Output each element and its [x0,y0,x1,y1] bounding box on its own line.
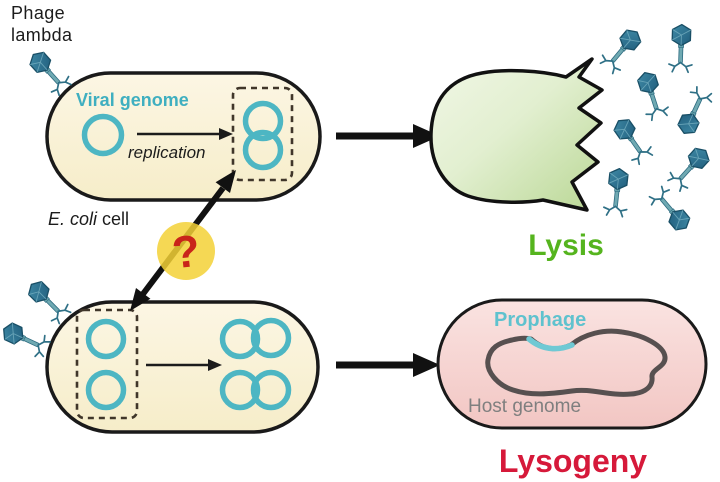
prophage-segment [526,336,575,352]
phage-icon [608,113,657,168]
genome-circle-icon [219,318,261,360]
lysis-label: Lysis [528,229,604,262]
genome-circle-icon [250,317,292,359]
bottom-replication-arrow [146,359,222,371]
phage-icon [672,84,716,140]
phage-icon [596,23,647,77]
ecoli-italic-text: E. coli [48,209,98,229]
phage-icon [645,183,696,237]
host-genome-label: Host genome [468,396,582,417]
viral-genome-label: Viral genome [76,90,189,110]
viral-genome-circle-icon [81,113,125,157]
question-badge-circle [157,222,215,280]
lysogen-cell [436,298,708,430]
question-mark: ? [169,224,203,279]
bottom-ecoli-cell [45,300,320,434]
top-dashed-box [231,86,294,182]
phage-icon [22,275,74,327]
replicated-genome-circle-icon [242,129,284,171]
genome-circle-icon [250,369,292,411]
lysed-cell [429,57,604,212]
replicated-genome-circle-icon [242,100,284,142]
genome-circle-icon [219,369,261,411]
phage-icon [602,166,632,218]
viral-genome-circles [81,100,292,411]
phage-icon [632,68,672,123]
genome-circle-icon [85,318,127,360]
phage-burst-group [596,23,716,237]
replication-arrow [137,128,233,140]
prophage-label: Prophage [494,309,587,331]
ecoli-cell-label: E. coli cell [48,209,129,231]
phage-icon [667,23,695,74]
phage-icon [664,141,716,195]
lysogeny-outcome-arrow [336,353,440,377]
phage-lambda-label: Phage lambda [11,3,73,45]
lysis-outcome-arrow [336,124,440,148]
replication-label: replication [128,143,206,162]
genome-circle-icon [85,369,127,411]
bottom-dashed-box [75,308,139,420]
ecoli-regular-text: cell [97,209,130,229]
lysogeny-label: Lysogeny [498,443,648,479]
phage-icon [0,317,53,361]
